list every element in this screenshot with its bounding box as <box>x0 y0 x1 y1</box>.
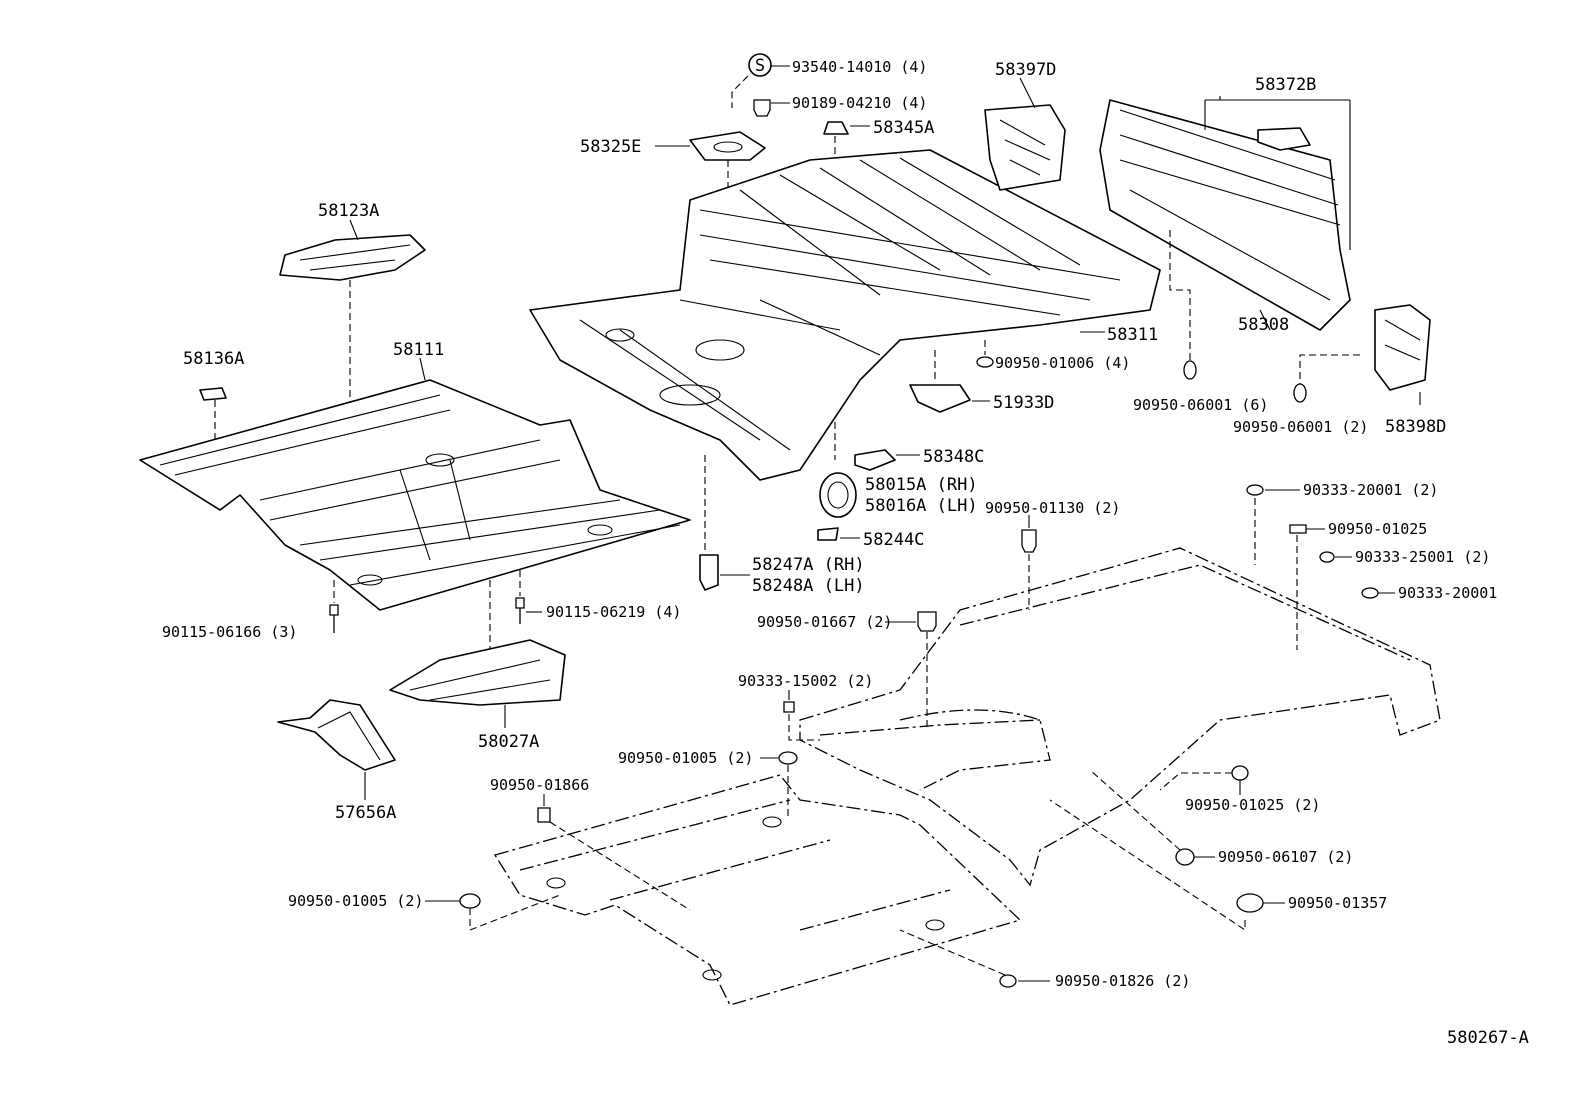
label-90115-06166: 90115-06166 (3) <box>162 623 297 641</box>
label-90189-04210: 90189-04210 (4) <box>792 94 927 112</box>
plug-90950-01005-a-icon <box>778 751 798 765</box>
label-58027a: 58027A <box>478 732 539 752</box>
label-90950-01667: 90950-01667 (2) <box>757 613 892 631</box>
bracket-51933d-shape <box>909 384 971 413</box>
label-90950-01130: 90950-01130 (2) <box>985 499 1120 517</box>
label-51933d: 51933D <box>993 393 1054 413</box>
rear-floor-silencer-shape <box>799 547 1441 887</box>
label-90333-20001: 90333-20001 <box>1398 584 1497 602</box>
label-90333-15002: 90333-15002 (2) <box>738 672 873 690</box>
grommet-90950-01006-icon <box>976 356 994 368</box>
label-90950-01826: 90950-01826 (2) <box>1055 972 1190 990</box>
s-mark-circle <box>748 53 772 77</box>
label-58248a: 58248A (LH) <box>752 576 865 596</box>
label-57656a: 57656A <box>335 803 396 823</box>
label-58397d: 58397D <box>995 60 1056 80</box>
label-90333-20001-2: 90333-20001 (2) <box>1303 481 1438 499</box>
plug-90333-15002-icon <box>783 701 795 713</box>
label-93540-14010: 93540-14010 (4) <box>792 58 927 76</box>
plug-90950-01130-icon <box>1021 529 1037 553</box>
grommet-90950-06001-6-icon <box>1183 360 1197 380</box>
plug-90950-01005-b-icon <box>459 893 481 909</box>
cap-58348c-shape <box>854 449 896 471</box>
clip-90189-icon <box>753 99 771 117</box>
panel-58398d-shape <box>1374 304 1431 391</box>
front-floor-pan-58111-shape <box>139 379 691 611</box>
plug-90950-06107-icon <box>1175 848 1195 866</box>
grommet-90950-06001-2-icon <box>1293 383 1307 403</box>
clip-58136a-shape <box>199 387 227 401</box>
label-58016a: 58016A (LH) <box>865 496 978 516</box>
bracket-58247a-shape <box>699 554 719 591</box>
bracket-58372b-shape <box>1257 127 1311 151</box>
plug-90950-01866-icon <box>537 807 551 823</box>
label-90950-01025: 90950-01025 <box>1328 520 1427 538</box>
label-58136a: 58136A <box>183 349 244 369</box>
label-90950-01357: 90950-01357 <box>1288 894 1387 912</box>
label-90950-01025-2: 90950-01025 (2) <box>1185 796 1320 814</box>
label-58372b: 58372B <box>1255 75 1316 95</box>
plug-90333-20001-icon <box>1361 587 1379 599</box>
label-58325e: 58325E <box>580 137 641 157</box>
label-90950-01005-b: 90950-01005 (2) <box>288 892 423 910</box>
bolt-90115-06219-icon <box>515 597 525 624</box>
label-90950-01006: 90950-01006 (4) <box>995 354 1130 372</box>
label-58348c: 58348C <box>923 447 984 467</box>
plate-58325e-shape <box>689 131 766 161</box>
bracket-58345a-shape <box>823 121 849 135</box>
clip-58244c-shape <box>817 527 839 541</box>
bracket-57656a-shape <box>277 699 396 771</box>
label-90950-06107: 90950-06107 (2) <box>1218 848 1353 866</box>
plug-90333-25001-icon <box>1319 551 1335 563</box>
bolt-90115-06166-icon <box>329 604 339 633</box>
member-58027a-shape <box>389 639 566 706</box>
plug-90950-01025-2-icon <box>1231 765 1249 781</box>
label-90950-06001-6: 90950-06001 (6) <box>1133 396 1268 414</box>
label-58308: 58308 <box>1238 315 1289 335</box>
label-58111: 58111 <box>393 340 444 360</box>
label-90950-01866: 90950-01866 <box>490 776 589 794</box>
front-floor-silencer-shape <box>493 774 1022 1006</box>
label-58345a: 58345A <box>873 118 934 138</box>
label-58247a: 58247A (RH) <box>752 555 865 575</box>
label-58015a: 58015A (RH) <box>865 475 978 495</box>
panel-58397d-shape <box>984 104 1066 191</box>
plug-90950-01667-icon <box>917 611 937 632</box>
label-58244c: 58244C <box>863 530 924 550</box>
label-90333-25001: 90333-25001 (2) <box>1355 548 1490 566</box>
label-90950-01005-a: 90950-01005 (2) <box>618 749 753 767</box>
rear-floor-pan-58311-shape <box>529 149 1161 481</box>
label-58311: 58311 <box>1107 325 1158 345</box>
label-58398d: 58398D <box>1385 417 1446 437</box>
label-58123a: 58123A <box>318 201 379 221</box>
plug-90950-01357-icon <box>1236 893 1264 913</box>
plug-90333-20001-2-icon <box>1246 484 1264 496</box>
label-90115-06219: 90115-06219 (4) <box>546 603 681 621</box>
s-mark-label: S <box>755 56 765 76</box>
label-90950-06001-2: 90950-06001 (2) <box>1233 418 1368 436</box>
cover-58015a-shape <box>819 472 857 518</box>
plug-90950-01826-icon <box>999 974 1017 988</box>
diagram-id: 580267-A <box>1447 1028 1529 1048</box>
back-panel-58308-shape <box>1099 99 1351 331</box>
member-58123a-shape <box>279 234 426 281</box>
plug-90950-01025-icon <box>1289 524 1307 534</box>
